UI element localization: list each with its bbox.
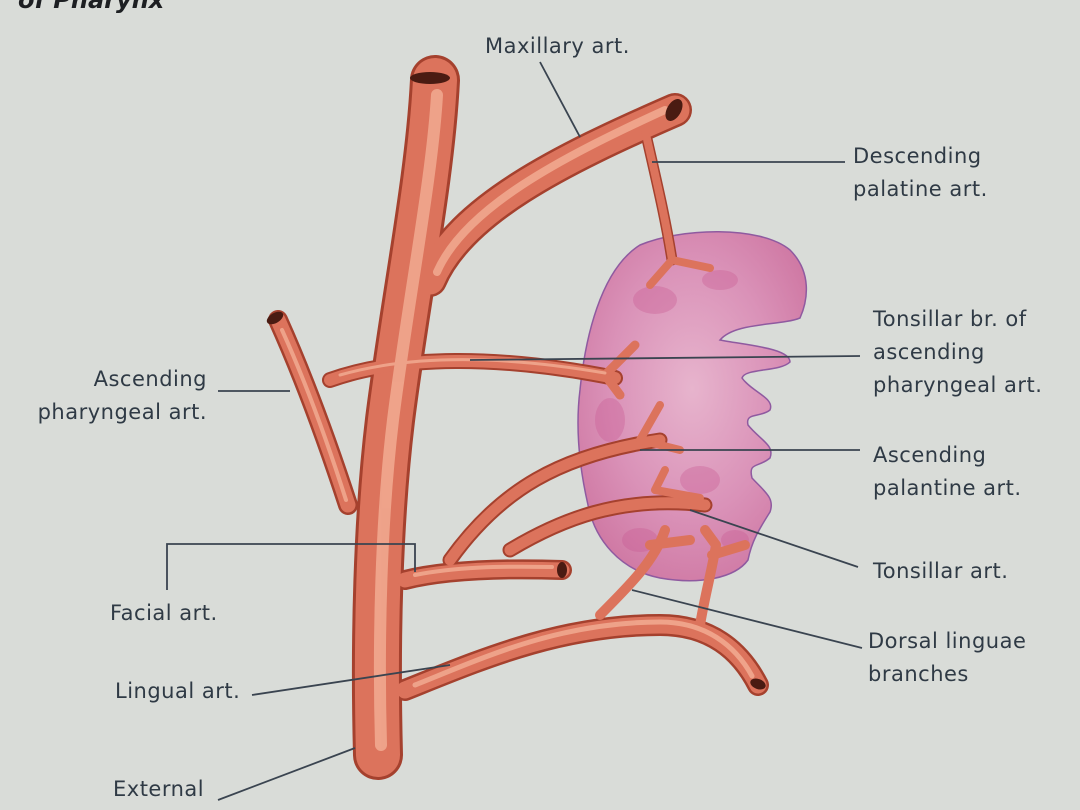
label-descending-palatine-art: Descending palatine art. (853, 144, 988, 201)
label-lingual-art: Lingual art. (115, 679, 241, 703)
label-dorsal-linguae-branches: Dorsal linguae branches (868, 629, 1027, 686)
leader-maxillary (539, 61, 581, 138)
label-facial-art: Facial art. (110, 601, 218, 625)
arteries (266, 55, 769, 780)
leader-tonsillar-art (689, 509, 859, 568)
label-ascending-pharyngeal-art: Ascending pharyngeal art. (37, 367, 207, 424)
leader-lines (166, 61, 863, 801)
label-external: External (113, 777, 205, 801)
leader-facial (166, 543, 416, 590)
leader-dorsal-linguae (631, 589, 863, 649)
leader-tonsillar-br (469, 355, 861, 361)
page-header-fragment: of Pharynx (18, 0, 165, 14)
label-maxillary-art: Maxillary art. (485, 34, 630, 58)
label-tonsillar-br-ascending-pharyngeal: Tonsillar br. of ascending pharyngeal ar… (873, 307, 1043, 397)
label-ascending-palantine-art: Ascending palantine art. (873, 443, 1022, 500)
label-tonsillar-art: Tonsillar art. (873, 559, 1009, 583)
leader-lingual (251, 664, 451, 696)
leader-external (217, 747, 356, 801)
